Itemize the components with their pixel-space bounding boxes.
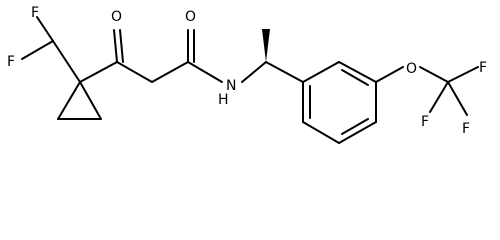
bond-cf2h-f-upper — [36, 16, 54, 42]
bond-cf3-f-bottom — [447, 81, 468, 116]
bond-ketone-methylene — [116, 61, 153, 83]
bond-cf2h-cyclopropane — [52, 40, 81, 83]
atom-label-ether-o: O — [406, 61, 417, 77]
bond-chiral-methyl-wedge — [262, 29, 270, 62]
bond-ketone-double-1 — [113, 29, 118, 63]
chemical-structure: F F O O N H O F F F — [7, 5, 487, 144]
bond-ketone-double-2 — [119, 29, 124, 63]
atom-label-cf3-f-left: F — [421, 114, 429, 130]
atom-label-f-upper: F — [31, 5, 39, 21]
atom-label-amide-n: N — [226, 78, 236, 94]
atom-label-keto-o: O — [111, 9, 122, 25]
bond-ether-oxygen-cf3 — [419, 66, 449, 83]
bond-nitrogen-chiral-carbon — [241, 61, 267, 83]
atom-label-cf3-f-bottom: F — [462, 121, 470, 137]
bond-ring-inner-2 — [341, 118, 369, 135]
bond-cf3-f-left — [429, 81, 449, 113]
bond-ring-4 — [338, 121, 377, 144]
bond-cf2h-f-lower — [21, 40, 54, 60]
bond-chiral-phenyl — [265, 61, 304, 83]
bond-cyclopropane-top-left — [57, 81, 81, 120]
bond-ring-ether-oxygen — [375, 66, 404, 83]
bond-cf3-f-top — [447, 66, 479, 83]
bond-ring-5 — [302, 121, 340, 144]
bond-ring-inner-1 — [341, 69, 369, 86]
bond-amide-nitrogen — [187, 61, 223, 83]
bond-methylene-amide — [151, 61, 189, 83]
bond-cyclopropane-ketone — [79, 61, 118, 83]
atom-label-cf3-f-top: F — [479, 60, 487, 76]
bond-ring-2 — [338, 61, 377, 83]
bond-cyclopropane-top-right — [79, 81, 102, 120]
bond-ring-1 — [302, 61, 340, 83]
atom-label-amide-o: O — [185, 9, 196, 25]
atom-label-amide-h: H — [218, 92, 229, 108]
atom-label-f-lower: F — [7, 54, 15, 70]
